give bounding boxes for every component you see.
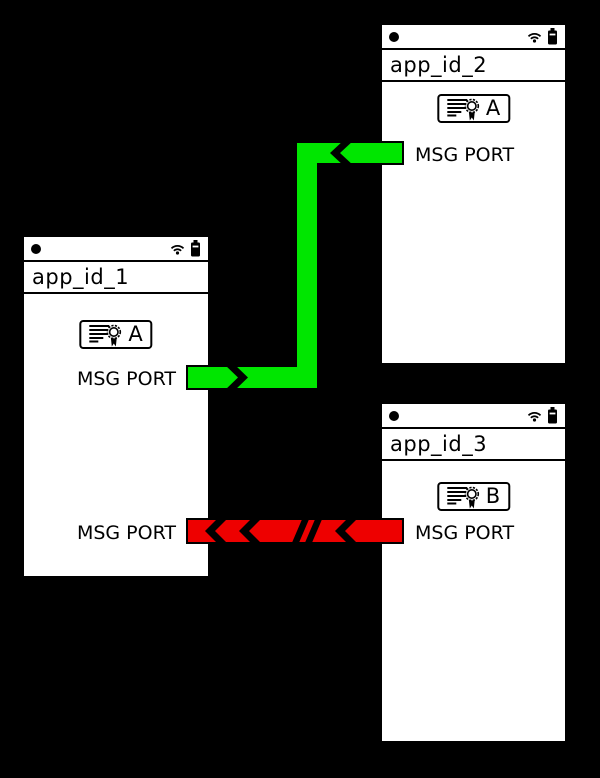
- msg-port-label: MSG PORT: [76, 522, 176, 544]
- green-connector-body: [186, 141, 404, 390]
- certificate-icon: [89, 324, 122, 347]
- certificate-letter: A: [128, 322, 143, 346]
- chevron-right-icon: [224, 364, 248, 391]
- certificate-letter: B: [485, 484, 501, 508]
- chevron-left-icon: [330, 140, 354, 166]
- record-dot-icon: [389, 31, 399, 42]
- certificate-icon: [446, 486, 479, 509]
- slash-break-icon: [304, 517, 323, 545]
- app-title: app_id_3: [382, 429, 565, 461]
- battery-icon: [548, 407, 557, 424]
- red-connector-body: [186, 518, 404, 544]
- battery-icon: [548, 28, 557, 45]
- status-bar-icons: [527, 28, 558, 45]
- msg-port-label: MSG PORT: [415, 144, 515, 166]
- battery-icon: [191, 240, 200, 257]
- certificate-badge: A: [436, 94, 511, 123]
- msg-port-label: MSG PORT: [76, 368, 176, 390]
- certificate-icon: [446, 98, 479, 121]
- status-bar-icons: [527, 407, 558, 424]
- app-title: app_id_2: [382, 50, 565, 82]
- record-dot-icon: [389, 410, 399, 421]
- certificate-badge: A: [79, 320, 153, 349]
- certificate-badge: B: [436, 482, 511, 511]
- wifi-icon: [527, 412, 542, 422]
- msg-port-label: MSG PORT: [415, 522, 515, 544]
- chevron-left-icon: [239, 517, 263, 545]
- record-dot-icon: [31, 243, 41, 254]
- certificate-letter: A: [485, 96, 501, 120]
- status-bar-icons: [170, 240, 201, 257]
- status-bar: [382, 404, 565, 429]
- connection-arrow-green: [186, 140, 404, 391]
- app-title: app_id_1: [24, 262, 208, 294]
- connection-arrow-red-blocked: [186, 517, 404, 545]
- app-window-3: app_id_3 B MSG PORT: [380, 402, 567, 743]
- wifi-icon: [527, 33, 542, 43]
- chevron-left-icon: [335, 517, 359, 545]
- wifi-icon: [170, 245, 185, 255]
- status-bar: [24, 237, 208, 262]
- slash-break-icon: [291, 517, 310, 545]
- app-window-1: app_id_1 A MSG PORT MSG PORT: [22, 235, 210, 578]
- status-bar: [382, 25, 565, 50]
- app-window-2: app_id_2 A MSG PORT: [380, 23, 567, 365]
